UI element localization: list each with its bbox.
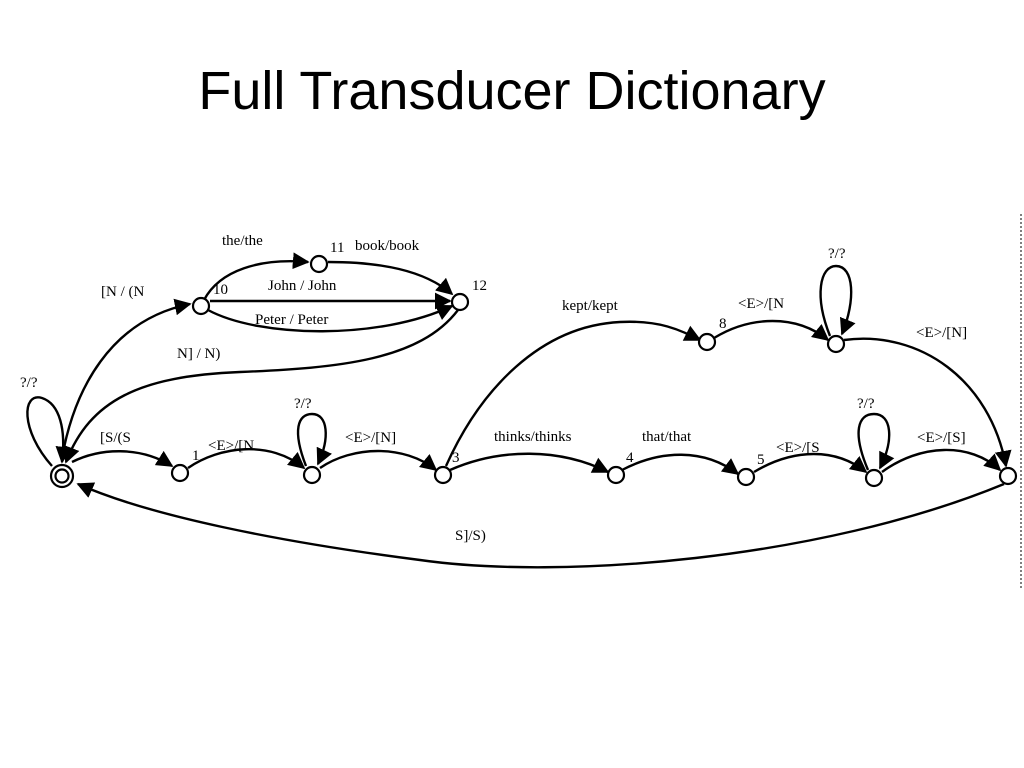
node-10-label: 10 [213,282,228,298]
node-10 [191,296,211,316]
edge-3-8 [444,320,702,467]
node-start [49,463,75,489]
edge-loop-2 [296,412,332,467]
node-8 [697,332,717,352]
edge-1-2 [187,448,306,470]
edge-loop-start [26,396,73,467]
edge-label-start-1: [S/(S [100,430,131,446]
edge-label-8-9: <E>/[N [738,296,784,312]
slide-title: Full Transducer Dictionary [198,61,826,121]
edge-loop-6 [857,412,895,471]
node-12-label: 12 [472,278,487,294]
edge-label-start-10: [N / (N [101,284,144,300]
node-5-label: 5 [757,452,765,468]
edge-10-11 [202,252,310,301]
edge-label-10-12-john: John / John [268,278,337,294]
edge-loop-9 [819,264,856,337]
node-1-label: 1 [192,448,200,464]
edge-start-1 [71,450,174,468]
node-12 [450,292,470,312]
node-9 [826,334,846,354]
edge-label-6-7: <E>/[S] [917,430,966,446]
edge-label-loop-6: ?/? [857,396,875,412]
edge-label-5-6: <E>/[S [776,440,820,456]
edge-2-3 [319,449,438,472]
edge-9-7 [843,337,1012,468]
edge-4-5 [621,453,740,476]
edge-label-11-12: book/book [355,238,420,254]
node-4 [606,465,626,485]
node-11 [309,254,329,274]
edge-12-start [63,309,459,464]
edge-label-2-3: <E>/[N] [345,430,396,446]
node-11-label: 11 [330,240,344,256]
edge-label-loop-2: ?/? [294,396,312,412]
node-7 [998,466,1018,486]
edge-3-4 [449,452,610,474]
node-4-label: 4 [626,450,634,466]
edge-label-1-2: <E>/[N [208,438,254,454]
node-3-label: 3 [452,450,460,466]
edge-label-3-8: kept/kept [562,298,619,314]
edge-label-3-4: thinks/thinks [494,429,572,445]
edge-start-10 [60,298,192,459]
edge-label-loop-9: ?/? [828,246,846,262]
edge-label-7-start: S]/S) [455,528,486,544]
node-1 [170,463,190,483]
edge-label-9-7: <E>/[N] [916,325,967,341]
edge-label-12-start: N] / N) [177,346,220,362]
edge-10-12-peter [207,304,454,333]
edge-label-4-5: that/that [642,429,692,445]
node-6 [864,468,884,488]
edge-label-10-12-peter: Peter / Peter [255,312,328,328]
edge-label-loop-start: ?/? [20,375,38,391]
edge-7-start [76,482,1005,569]
edge-label-10-11: the/the [222,233,263,249]
edge-11-12 [327,260,454,296]
edge-8-9 [713,319,830,342]
edge-6-7 [881,448,1002,473]
node-2 [302,465,322,485]
node-5 [736,467,756,487]
node-8-label: 8 [719,316,727,332]
edge-5-6 [753,452,868,474]
node-3 [433,465,453,485]
